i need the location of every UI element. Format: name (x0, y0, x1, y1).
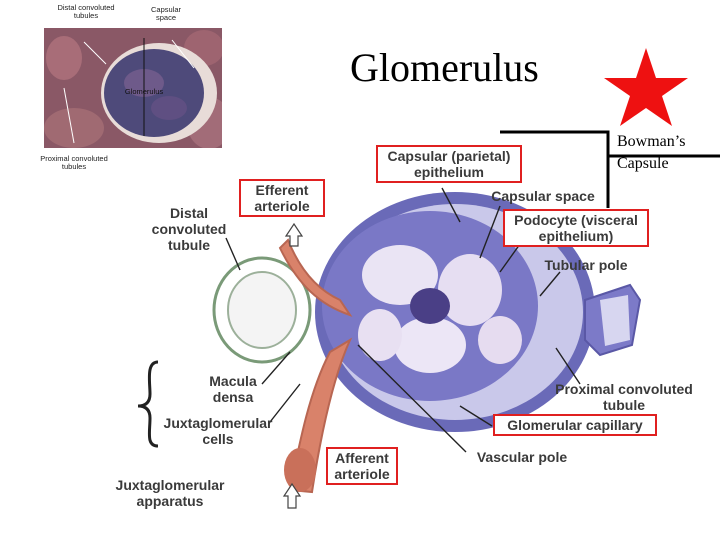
efferent-arteriole-shape (278, 238, 353, 317)
page-title: Glomerulus (350, 45, 539, 90)
label-afferent-arteriole: Afferent arteriole (326, 447, 398, 485)
up-arrow-icon (282, 482, 302, 509)
micrograph-svg (44, 28, 222, 148)
micrograph-label-distal: Distal convoluted tubules (57, 3, 115, 20)
micrograph-label-glomerulus: Glomerulus (124, 87, 164, 96)
label-distal-convoluted-tubule: Distal convoluted tubule (151, 205, 227, 253)
label-glomerular-capillary: Glomerular capillary (493, 414, 657, 436)
label-macula-densa: Macula densa (209, 373, 257, 405)
label-capsular-parietal-epithelium: Capsular (parietal) epithelium (376, 145, 522, 183)
label-efferent-arteriole: Efferent arteriole (239, 179, 325, 217)
micrograph-image (44, 28, 222, 148)
label-vascular-pole: Vascular pole (476, 449, 568, 465)
micrograph-label-capsular-space: Capsular space (150, 5, 181, 22)
juxtaglomerular-brace (137, 360, 159, 448)
label-juxtaglomerular-cells: Juxtaglomerular cells (163, 415, 273, 447)
label-proximal-convoluted-tubule: Proximal convoluted tubule (555, 381, 693, 413)
up-arrow-icon (284, 222, 304, 247)
label-capsular-space: Capsular space (491, 188, 595, 204)
label-tubular-pole: Tubular pole (544, 257, 628, 273)
bowmans-capsule-label: Bowman’s Capsule (617, 133, 686, 172)
label-podocyte: Podocyte (visceral epithelium) (503, 209, 649, 247)
micrograph-label-proximal: Proximal convoluted tubules (40, 154, 108, 171)
label-juxtaglomerular-apparatus: Juxtaglomerular apparatus (115, 477, 225, 509)
